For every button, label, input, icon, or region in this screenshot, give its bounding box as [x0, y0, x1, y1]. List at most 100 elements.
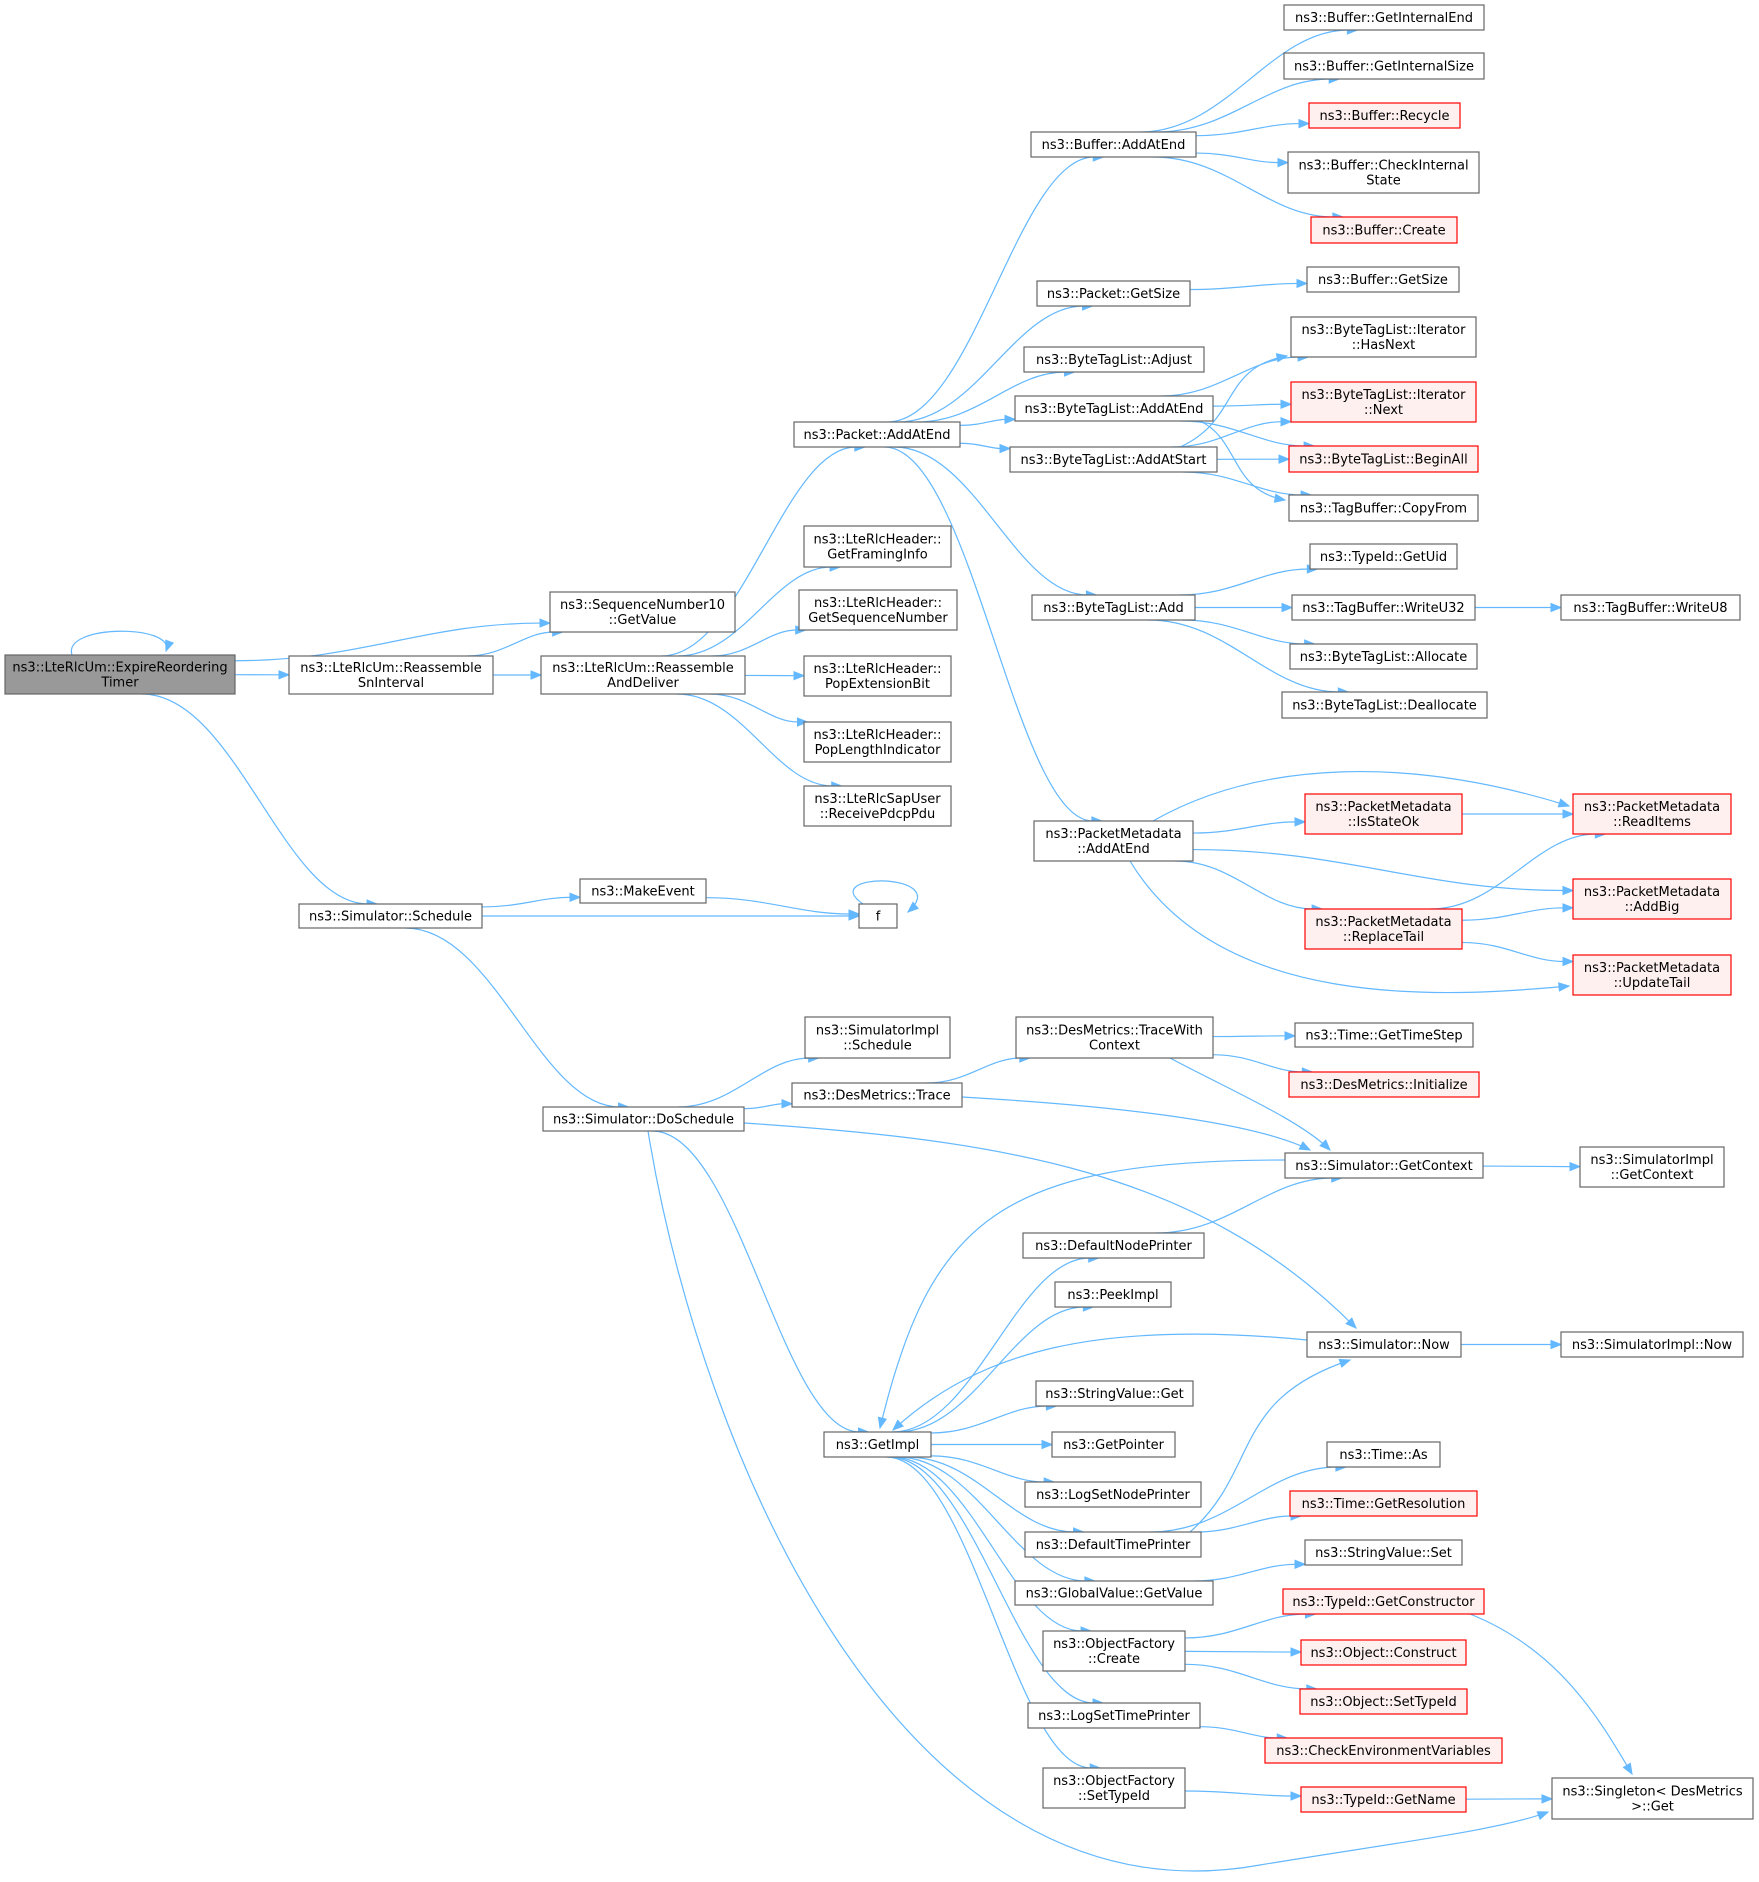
node-sim_now[interactable]: ns3::Simulator::Now — [1306, 1331, 1462, 1358]
node-box[interactable] — [1051, 1431, 1176, 1458]
node-rlc_popext[interactable]: ns3::LteRlcHeader::PopExtensionBit — [803, 655, 952, 697]
node-box[interactable] — [1291, 594, 1476, 621]
node-pm_updatetail[interactable]: ns3::PacketMetadata::UpdateTail — [1572, 954, 1732, 996]
node-buf_create[interactable]: ns3::Buffer::Create — [1310, 216, 1458, 244]
node-box[interactable] — [288, 655, 494, 695]
node-box[interactable] — [1282, 1588, 1485, 1615]
node-box[interactable] — [823, 1431, 932, 1458]
node-box[interactable] — [1310, 216, 1458, 244]
node-box[interactable] — [1033, 820, 1194, 862]
node-box[interactable] — [1281, 691, 1488, 719]
node-pm_replacetail[interactable]: ns3::PacketMetadata::ReplaceTail — [1304, 908, 1463, 950]
node-rlc_receive[interactable]: ns3::LteRlcSapUser::ReceivePdcpPdu — [803, 785, 952, 827]
node-box[interactable] — [803, 525, 952, 568]
node-box[interactable] — [803, 785, 952, 827]
node-box[interactable] — [1022, 1232, 1205, 1259]
node-box[interactable] — [804, 1016, 951, 1059]
node-pm_isstateok[interactable]: ns3::PacketMetadata::IsStateOk — [1304, 793, 1463, 835]
node-box[interactable] — [1326, 1441, 1441, 1468]
node-box[interactable] — [1300, 1786, 1467, 1813]
node-logsettimeprinter[interactable]: ns3::LogSetTimePrinter — [1027, 1702, 1201, 1729]
node-sim_doschedule[interactable]: ns3::Simulator::DoSchedule — [542, 1106, 745, 1132]
node-simimpl_now[interactable]: ns3::SimulatorImpl::Now — [1560, 1331, 1744, 1358]
node-box[interactable] — [1027, 1702, 1201, 1729]
node-singleton_get[interactable]: ns3::Singleton< DesMetrics>::Get — [1551, 1777, 1754, 1820]
node-pm_addbig[interactable]: ns3::PacketMetadata::AddBig — [1572, 878, 1732, 920]
node-box[interactable] — [793, 421, 961, 448]
node-box[interactable] — [1014, 1580, 1214, 1606]
node-packet_addatend[interactable]: ns3::Packet::AddAtEnd — [793, 421, 961, 448]
node-tagbuf_writeu32[interactable]: ns3::TagBuffer::WriteU32 — [1291, 594, 1476, 621]
node-box[interactable] — [1264, 1737, 1503, 1764]
node-box[interactable] — [1283, 4, 1485, 31]
node-btl_addatend[interactable]: ns3::ByteTagList::AddAtEnd — [1014, 395, 1214, 422]
node-box[interactable] — [1042, 1767, 1186, 1809]
node-sim_getcontext[interactable]: ns3::Simulator::GetContext — [1284, 1152, 1484, 1179]
node-box[interactable] — [1036, 280, 1191, 307]
node-box[interactable] — [1289, 1490, 1478, 1517]
node-box[interactable] — [1572, 793, 1732, 835]
node-box[interactable] — [803, 721, 952, 763]
node-f[interactable]: f — [858, 903, 898, 929]
node-box[interactable] — [1572, 878, 1732, 920]
node-box[interactable] — [1572, 954, 1732, 996]
node-box[interactable] — [1304, 793, 1463, 835]
node-typeid_getconstructor[interactable]: ns3::TypeId::GetConstructor — [1282, 1588, 1485, 1615]
node-rlc_poplen[interactable]: ns3::LteRlcHeader::PopLengthIndicator — [803, 721, 952, 763]
node-box[interactable] — [1560, 1331, 1744, 1358]
node-btl_it_next[interactable]: ns3::ByteTagList::Iterator::Next — [1290, 381, 1477, 423]
node-box[interactable] — [1304, 908, 1463, 950]
node-box[interactable] — [803, 655, 952, 697]
node-box[interactable] — [4, 654, 236, 695]
node-objectfactory_create[interactable]: ns3::ObjectFactory::Create — [1042, 1630, 1186, 1672]
node-buf_getsize[interactable]: ns3::Buffer::GetSize — [1306, 266, 1460, 293]
node-box[interactable] — [540, 655, 746, 695]
node-box[interactable] — [1035, 1380, 1194, 1407]
node-box[interactable] — [1042, 1630, 1186, 1672]
node-globalvalue_getvalue[interactable]: ns3::GlobalValue::GetValue — [1014, 1580, 1214, 1606]
node-object_construct[interactable]: ns3::Object::Construct — [1300, 1639, 1467, 1666]
node-buf_getinternalsize[interactable]: ns3::Buffer::GetInternalSize — [1283, 52, 1485, 80]
node-typeid_getuid[interactable]: ns3::TypeId::GetUid — [1309, 543, 1458, 570]
node-tagbuf_copyfrom[interactable]: ns3::TagBuffer::CopyFrom — [1288, 494, 1479, 522]
node-simimpl_getcontext[interactable]: ns3::SimulatorImpl::GetContext — [1579, 1146, 1725, 1188]
node-stringvalue_get[interactable]: ns3::StringValue::Get — [1035, 1380, 1194, 1407]
node-defaulttimeprinter[interactable]: ns3::DefaultTimePrinter — [1024, 1531, 1202, 1558]
node-rlc_framing[interactable]: ns3::LteRlcHeader::GetFramingInfo — [803, 525, 952, 568]
node-box[interactable] — [1031, 594, 1196, 621]
node-box[interactable] — [1014, 395, 1214, 422]
node-btl_beginall[interactable]: ns3::ByteTagList::BeginAll — [1288, 445, 1479, 473]
node-box[interactable] — [1030, 131, 1197, 158]
node-pm_readitems[interactable]: ns3::PacketMetadata::ReadItems — [1572, 793, 1732, 835]
node-box[interactable] — [1284, 1152, 1484, 1179]
node-box[interactable] — [1283, 52, 1485, 80]
node-buffer_addatend[interactable]: ns3::Buffer::AddAtEnd — [1030, 131, 1197, 158]
node-box[interactable] — [1289, 643, 1478, 670]
node-rlc_seqnum[interactable]: ns3::LteRlcHeader::GetSequenceNumber — [798, 589, 958, 631]
node-btl_deallocate[interactable]: ns3::ByteTagList::Deallocate — [1281, 691, 1488, 719]
node-btl_it_hasnext[interactable]: ns3::ByteTagList::Iterator::HasNext — [1290, 316, 1477, 358]
node-box[interactable] — [1579, 1146, 1725, 1188]
node-box[interactable] — [1024, 1531, 1202, 1558]
node-time_gettimestep[interactable]: ns3::Time::GetTimeStep — [1294, 1022, 1474, 1048]
node-box[interactable] — [1288, 445, 1479, 473]
node-time_getresolution[interactable]: ns3::Time::GetResolution — [1289, 1490, 1478, 1517]
node-logsetnodeprinter[interactable]: ns3::LogSetNodePrinter — [1024, 1481, 1202, 1508]
node-box[interactable] — [1024, 1481, 1202, 1508]
node-box[interactable] — [579, 878, 707, 904]
node-defaultnodeprinter[interactable]: ns3::DefaultNodePrinter — [1022, 1232, 1205, 1259]
node-getimpl[interactable]: ns3::GetImpl — [823, 1431, 932, 1458]
node-box[interactable] — [298, 903, 483, 929]
node-box[interactable] — [1290, 381, 1477, 423]
node-sim_schedule[interactable]: ns3::Simulator::Schedule — [298, 903, 483, 929]
node-box[interactable] — [1054, 1281, 1172, 1308]
node-box[interactable] — [1306, 266, 1460, 293]
node-box[interactable] — [1304, 1539, 1463, 1566]
node-desmetrics_init[interactable]: ns3::DesMetrics::Initialize — [1288, 1071, 1480, 1098]
node-object_settypeid[interactable]: ns3::Object::SetTypeId — [1299, 1688, 1468, 1715]
node-box[interactable] — [1009, 446, 1218, 473]
node-stringvalue_set[interactable]: ns3::StringValue::Set — [1304, 1539, 1463, 1566]
